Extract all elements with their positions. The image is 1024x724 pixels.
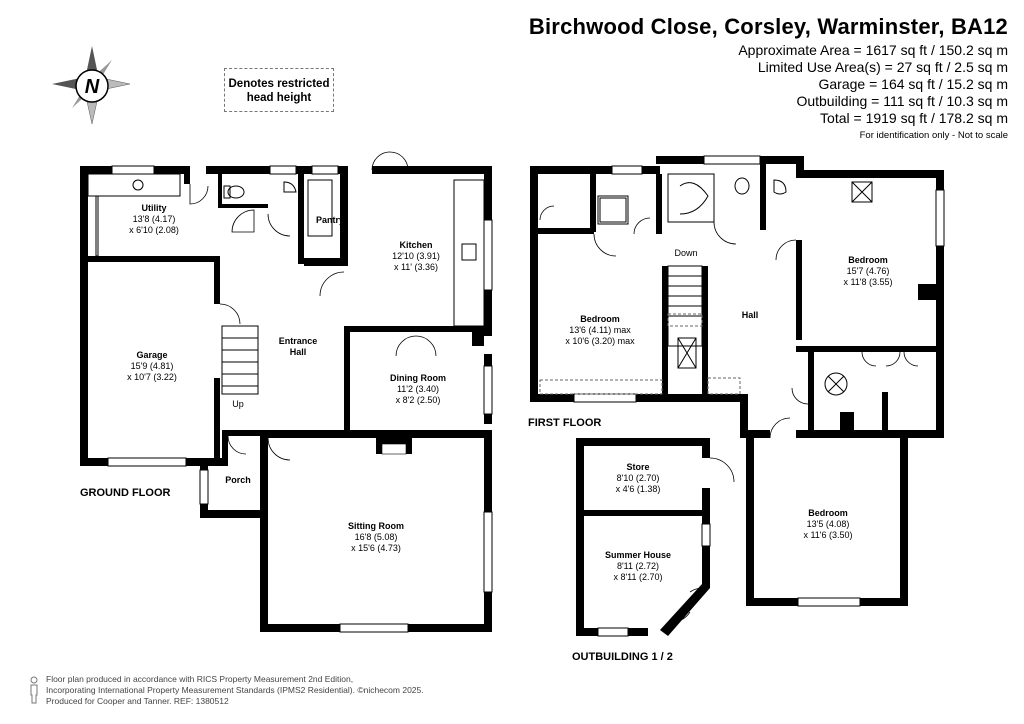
room-name: Porch <box>225 475 251 485</box>
first-floor-walls <box>530 156 944 606</box>
room-name: Bedroom <box>848 255 888 265</box>
room-dimension: 8'11 (2.72) <box>617 561 659 571</box>
toilet-icon <box>734 177 750 195</box>
property-address: Birchwood Close, Corsley, Warminster, BA… <box>528 14 1008 39</box>
room-dimension: x 11'8 (3.55) <box>843 277 892 287</box>
room-name: Kitchen <box>399 240 432 250</box>
room-dining: Dining Room 11'2 (3.40) x 8'2 (2.50) <box>390 373 446 405</box>
room-name: Store <box>626 462 649 472</box>
outbuilding-windows <box>597 523 711 637</box>
room-dimension: 13'6 (4.11) max <box>569 325 631 335</box>
room-name: Dining Room <box>390 373 446 383</box>
footer-line: Incorporating International Property Mea… <box>46 685 424 695</box>
room-name: Hall <box>290 347 307 357</box>
room-summer-house: Summer House 8'11 (2.72) x 8'11 (2.70) <box>605 550 671 582</box>
kitchen-sink-icon <box>461 243 477 261</box>
room-name: Hall <box>742 310 759 320</box>
room-name: Garage <box>136 350 167 360</box>
room-pantry: Pantry <box>316 215 344 225</box>
room-dimension: x 8'11 (2.70) <box>613 572 662 582</box>
room-dimension: x 11'6 (3.50) <box>803 530 852 540</box>
room-utility: Utility 13'8 (4.17) x 6'10 (2.08) <box>129 203 179 235</box>
room-dimension: x 11' (3.36) <box>394 262 438 272</box>
room-name: Bedroom <box>580 314 620 324</box>
room-dimension: x 4'6 (1.38) <box>616 484 661 494</box>
outbuilding-doors <box>667 457 735 623</box>
room-dimension: x 10'6 (3.20) max <box>565 336 635 346</box>
stairs-up-label: Up <box>232 399 244 409</box>
first-floor-label: FIRST FLOOR <box>528 417 601 429</box>
plan-header: Birchwood Close, Corsley, Warminster, BA… <box>529 12 1008 143</box>
area-total: Total = 1919 sq ft / 178.2 sq m <box>820 110 1008 126</box>
compass-icon: N <box>52 46 131 125</box>
room-porch: Porch <box>225 475 251 485</box>
room-dimension: 12'10 (3.91) <box>392 251 440 261</box>
room-name: Sitting Room <box>348 521 404 531</box>
first-floor-windows <box>573 155 945 607</box>
room-garage: Garage 15'9 (4.81) x 10'7 (3.22) <box>127 350 177 382</box>
room-dimension: x 8'2 (2.50) <box>396 395 441 405</box>
room-bedroom-3: Bedroom 13'5 (4.08) x 11'6 (3.50) <box>803 508 852 540</box>
room-kitchen: Kitchen 12'10 (3.91) x 11' (3.36) <box>392 240 440 272</box>
footer-line: Produced for Cooper and Tanner. REF: 138… <box>46 696 229 706</box>
room-name: Entrance <box>279 336 318 346</box>
person-scale-icon <box>30 676 38 704</box>
area-limited-use: Limited Use Area(s) = 27 sq ft / 2.5 sq … <box>757 59 1008 75</box>
room-bedroom-2: Bedroom 15'7 (4.76) x 11'8 (3.55) <box>843 255 892 287</box>
footer-line: Floor plan produced in accordance with R… <box>46 674 354 684</box>
basin-icon <box>773 179 787 195</box>
cylinder-icon <box>824 372 848 396</box>
room-bedroom-1: Bedroom 13'6 (4.11) max x 10'6 (3.20) ma… <box>565 314 635 346</box>
room-name: Summer House <box>605 550 671 560</box>
room-hall: Hall <box>742 310 759 320</box>
room-name: Pantry <box>316 215 344 225</box>
area-approximate: Approximate Area = 1617 sq ft / 150.2 sq… <box>738 42 1008 58</box>
outbuilding-label: OUTBUILDING 1 / 2 <box>572 651 673 663</box>
room-dimension: 15'9 (4.81) <box>131 361 174 371</box>
ground-floor-fittings <box>87 151 485 461</box>
room-entrance-hall: Entrance Hall <box>279 336 318 357</box>
room-sitting: Sitting Room 16'8 (5.08) x 15'6 (4.73) <box>348 521 404 553</box>
room-name: Utility <box>141 203 166 213</box>
room-dimension: x 10'7 (3.22) <box>127 372 177 382</box>
restricted-height-legend: Denotes restricted head height <box>224 68 334 112</box>
room-dimension: 8'10 (2.70) <box>617 473 660 483</box>
toilet-icon <box>227 185 245 199</box>
room-dimension: 13'5 (4.08) <box>807 519 850 529</box>
ground-floor-windows <box>107 165 493 633</box>
room-name: Bedroom <box>808 508 848 518</box>
sink-icon <box>132 179 144 191</box>
room-dimension: 15'7 (4.76) <box>847 266 890 276</box>
area-garage: Garage = 164 sq ft / 15.2 sq m <box>818 76 1009 92</box>
room-dimension: 11'2 (3.40) <box>397 384 439 394</box>
compass-letter: N <box>85 76 100 98</box>
disclaimer: For identification only - Not to scale <box>859 130 1008 141</box>
room-store: Store 8'10 (2.70) x 4'6 (1.38) <box>616 462 661 494</box>
ground-floor-label: GROUND FLOOR <box>80 487 170 499</box>
skylight-icon <box>851 181 873 203</box>
basin-icon <box>283 181 297 193</box>
room-dimension: 16'8 (5.08) <box>355 532 398 542</box>
footer-notes: Floor plan produced in accordance with R… <box>46 674 424 707</box>
area-outbuilding: Outbuilding = 111 sq ft / 10.3 sq m <box>796 93 1008 109</box>
room-dimension: x 6'10 (2.08) <box>129 225 179 235</box>
first-floor-fittings <box>539 173 919 439</box>
stairs-down-label: Down <box>674 248 697 258</box>
room-dimension: x 15'6 (4.73) <box>351 543 401 553</box>
room-dimension: 13'8 (4.17) <box>133 214 176 224</box>
